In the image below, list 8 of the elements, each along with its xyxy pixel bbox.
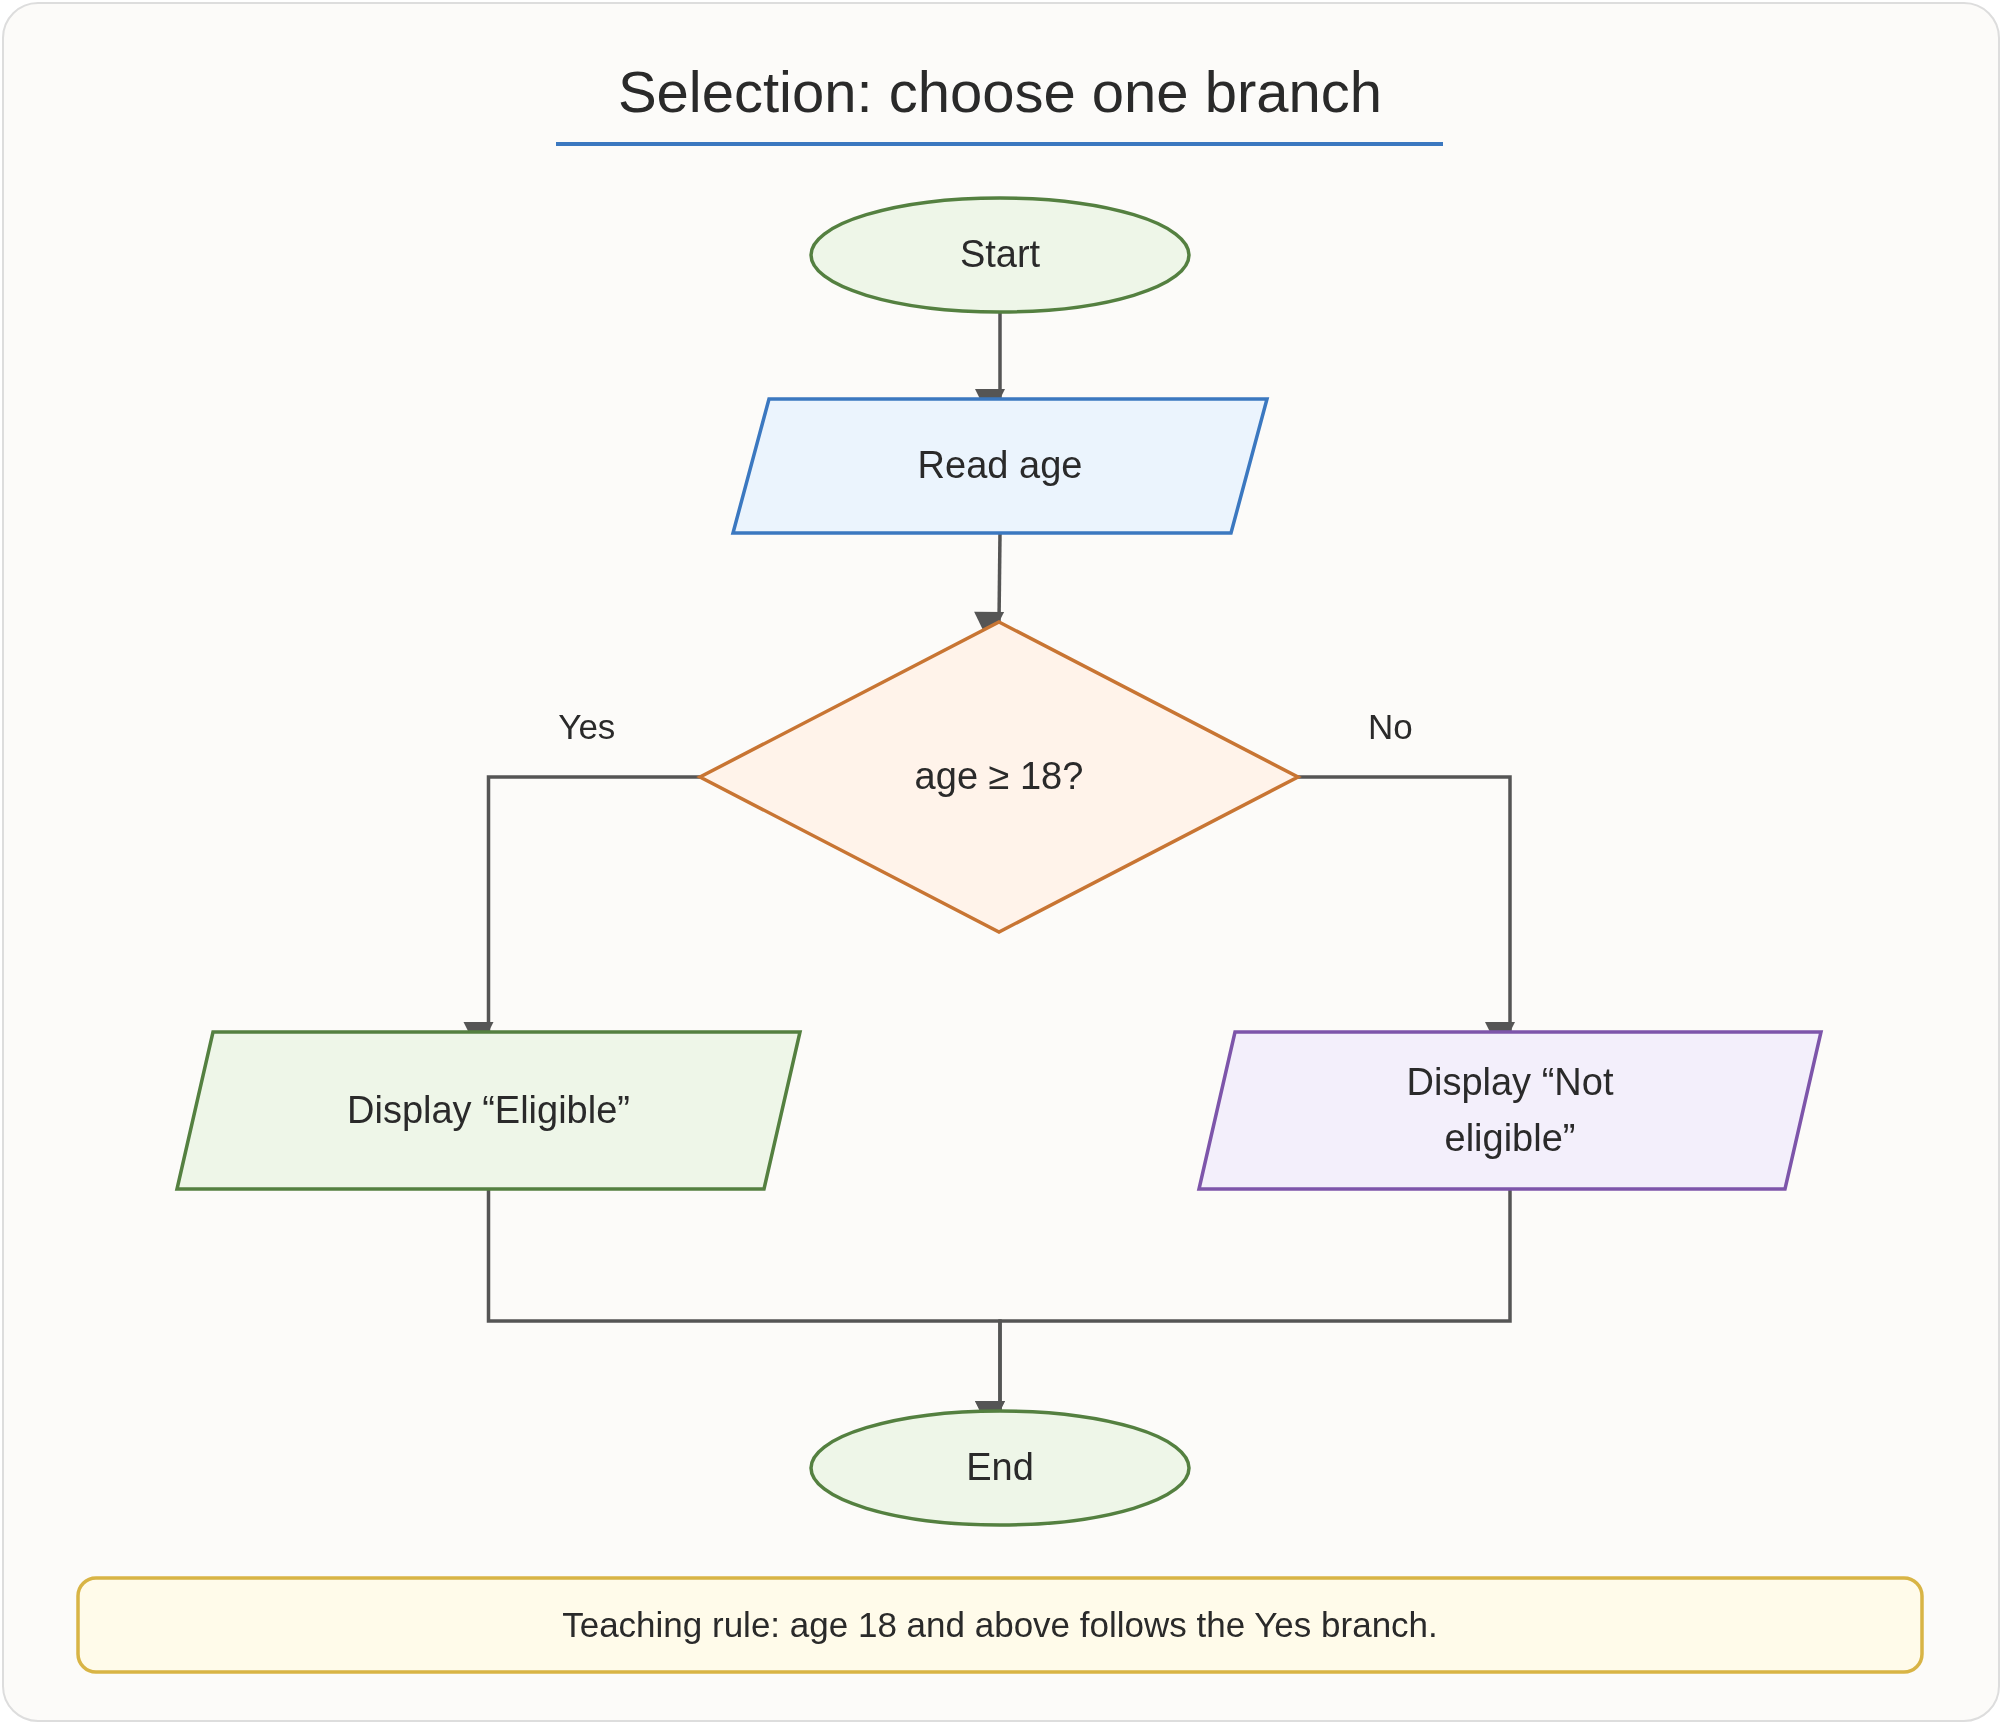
- note-text: Teaching rule: age 18 and above follows the Yes branch.: [562, 1603, 1438, 1646]
- node-label: Read age: [917, 443, 1083, 489]
- node-label: Display “Not eligible”: [1405, 1060, 1615, 1161]
- node-label: End: [966, 1445, 1034, 1491]
- node-label: age ≥ 18?: [914, 754, 1084, 800]
- node-label: Display “Eligible”: [347, 1087, 630, 1133]
- diagram-title: Selection: choose one branch: [616, 58, 1384, 125]
- node-label: Start: [959, 232, 1041, 278]
